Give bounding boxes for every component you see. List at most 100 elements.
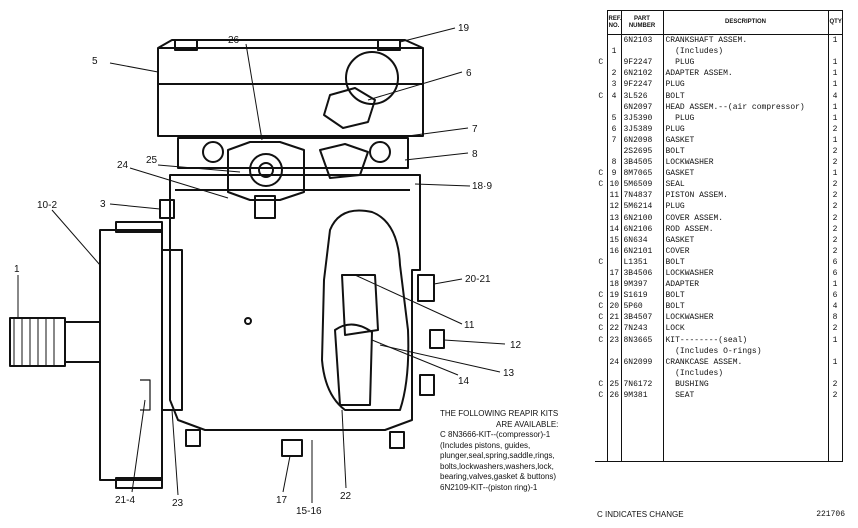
- change-marker: [595, 223, 608, 235]
- change-marker: [595, 201, 608, 213]
- part-qty: 2: [827, 212, 843, 224]
- change-marker: [595, 123, 608, 135]
- ref-number: 20: [606, 301, 622, 313]
- change-col-header: [595, 11, 607, 35]
- ref-number: [606, 367, 622, 379]
- part-description: BUSHING: [662, 378, 829, 390]
- part-qty: 1: [827, 112, 843, 124]
- change-marker: C: [595, 323, 608, 335]
- empty-cell: [595, 401, 608, 463]
- part-description: LOCKWASHER: [662, 267, 829, 280]
- part-qty: 6: [827, 290, 843, 302]
- ref-number: [606, 145, 622, 158]
- callout-22: 22: [340, 491, 352, 502]
- ref-number: 12: [606, 201, 622, 213]
- part-qty: 1: [827, 356, 843, 368]
- change-marker: C: [595, 256, 608, 268]
- part-qty: [827, 46, 843, 58]
- ref-number: 11: [606, 190, 622, 202]
- part-number: 3L526: [620, 90, 664, 102]
- change-marker: [595, 367, 608, 379]
- part-description: LOCKWASHER: [662, 157, 829, 169]
- parts-list: REF. NO. PART NUMBER DESCRIPTION QTY 6N2…: [595, 10, 843, 500]
- change-marker: C: [595, 179, 608, 191]
- change-marker: [595, 68, 608, 80]
- ref-number: 26: [606, 390, 622, 402]
- part-number: 3J5389: [620, 123, 664, 135]
- change-marker: [595, 234, 608, 246]
- ref-number: 2: [606, 68, 622, 80]
- ref-number: 10: [606, 179, 622, 191]
- change-marker: C: [595, 378, 608, 390]
- empty-cell: [662, 401, 829, 463]
- part-description: GASKET: [662, 134, 829, 146]
- part-description: BOLT: [662, 90, 829, 102]
- part-qty: 1: [827, 68, 843, 80]
- part-number: 9M381: [620, 390, 664, 402]
- part-description: KIT--------(seal): [662, 334, 829, 346]
- part-qty: 1: [827, 34, 843, 47]
- parts-table: REF. NO. PART NUMBER DESCRIPTION QTY 6N2…: [595, 10, 843, 463]
- callout-11: 11: [464, 320, 475, 331]
- callout-8: 8: [472, 149, 478, 160]
- part-description: HEAD ASSEM.--(air compressor): [662, 101, 829, 113]
- ref-number: 15: [606, 234, 622, 246]
- part-qty: 1: [827, 79, 843, 91]
- part-description: BOLT: [662, 256, 829, 268]
- part-number: 3B4506: [620, 267, 664, 280]
- callout-24: 24: [117, 160, 129, 171]
- part-qty: 2: [827, 179, 843, 191]
- part-qty: 6: [827, 256, 843, 268]
- part-qty: 2: [827, 323, 843, 335]
- ref-number: 17: [606, 267, 622, 280]
- ref-number: 14: [606, 223, 622, 235]
- ref-number: 1: [606, 46, 622, 58]
- part-qty: 2: [827, 234, 843, 246]
- kits-heading: THE FOLLOWING REAPIR KITS: [440, 409, 559, 418]
- empty-cell: [620, 401, 664, 463]
- part-description: PLUG: [662, 112, 829, 124]
- callout-3: 3: [100, 199, 106, 210]
- part-qty: 1: [827, 279, 843, 291]
- change-marker: C: [595, 168, 608, 180]
- qty-header: QTY: [827, 10, 843, 35]
- part-description: SEAL: [662, 179, 829, 191]
- kit-line: C 8N3666-KIT--(compressor)-1: [440, 430, 551, 439]
- part-number: 3B4507: [620, 312, 664, 324]
- part-number: [620, 345, 664, 357]
- ref-number: 18: [606, 279, 622, 291]
- part-number: 7N4837: [620, 190, 664, 202]
- part-qty: 2: [827, 145, 843, 158]
- kit-line: bearing,valves,gasket & buttons): [440, 472, 557, 481]
- part-qty: 6: [827, 267, 843, 280]
- part-description: COVER ASSEM.: [662, 212, 829, 224]
- part-qty: 8: [827, 312, 843, 324]
- part-number: 6N2097: [620, 101, 664, 113]
- part-description: PLUG: [662, 123, 829, 135]
- ref-header: REF. NO.: [606, 10, 622, 35]
- callout-1: 1: [14, 264, 20, 275]
- part-description: (Includes): [662, 46, 829, 58]
- part-number: 6N2102: [620, 68, 664, 80]
- kit-line: 6N2109-KIT--(piston ring)-1: [440, 482, 538, 492]
- part-number: 3J5390: [620, 112, 664, 124]
- callout-7: 7: [472, 124, 478, 135]
- part-description: ADAPTER ASSEM.: [662, 68, 829, 80]
- part-number: 7N243: [620, 323, 664, 335]
- ref-number: [606, 34, 622, 47]
- callout-14: 14: [458, 376, 470, 387]
- part-description: COVER: [662, 245, 829, 257]
- change-marker: C: [595, 312, 608, 324]
- part-number: 2S2695: [620, 145, 664, 158]
- change-marker: [595, 79, 608, 91]
